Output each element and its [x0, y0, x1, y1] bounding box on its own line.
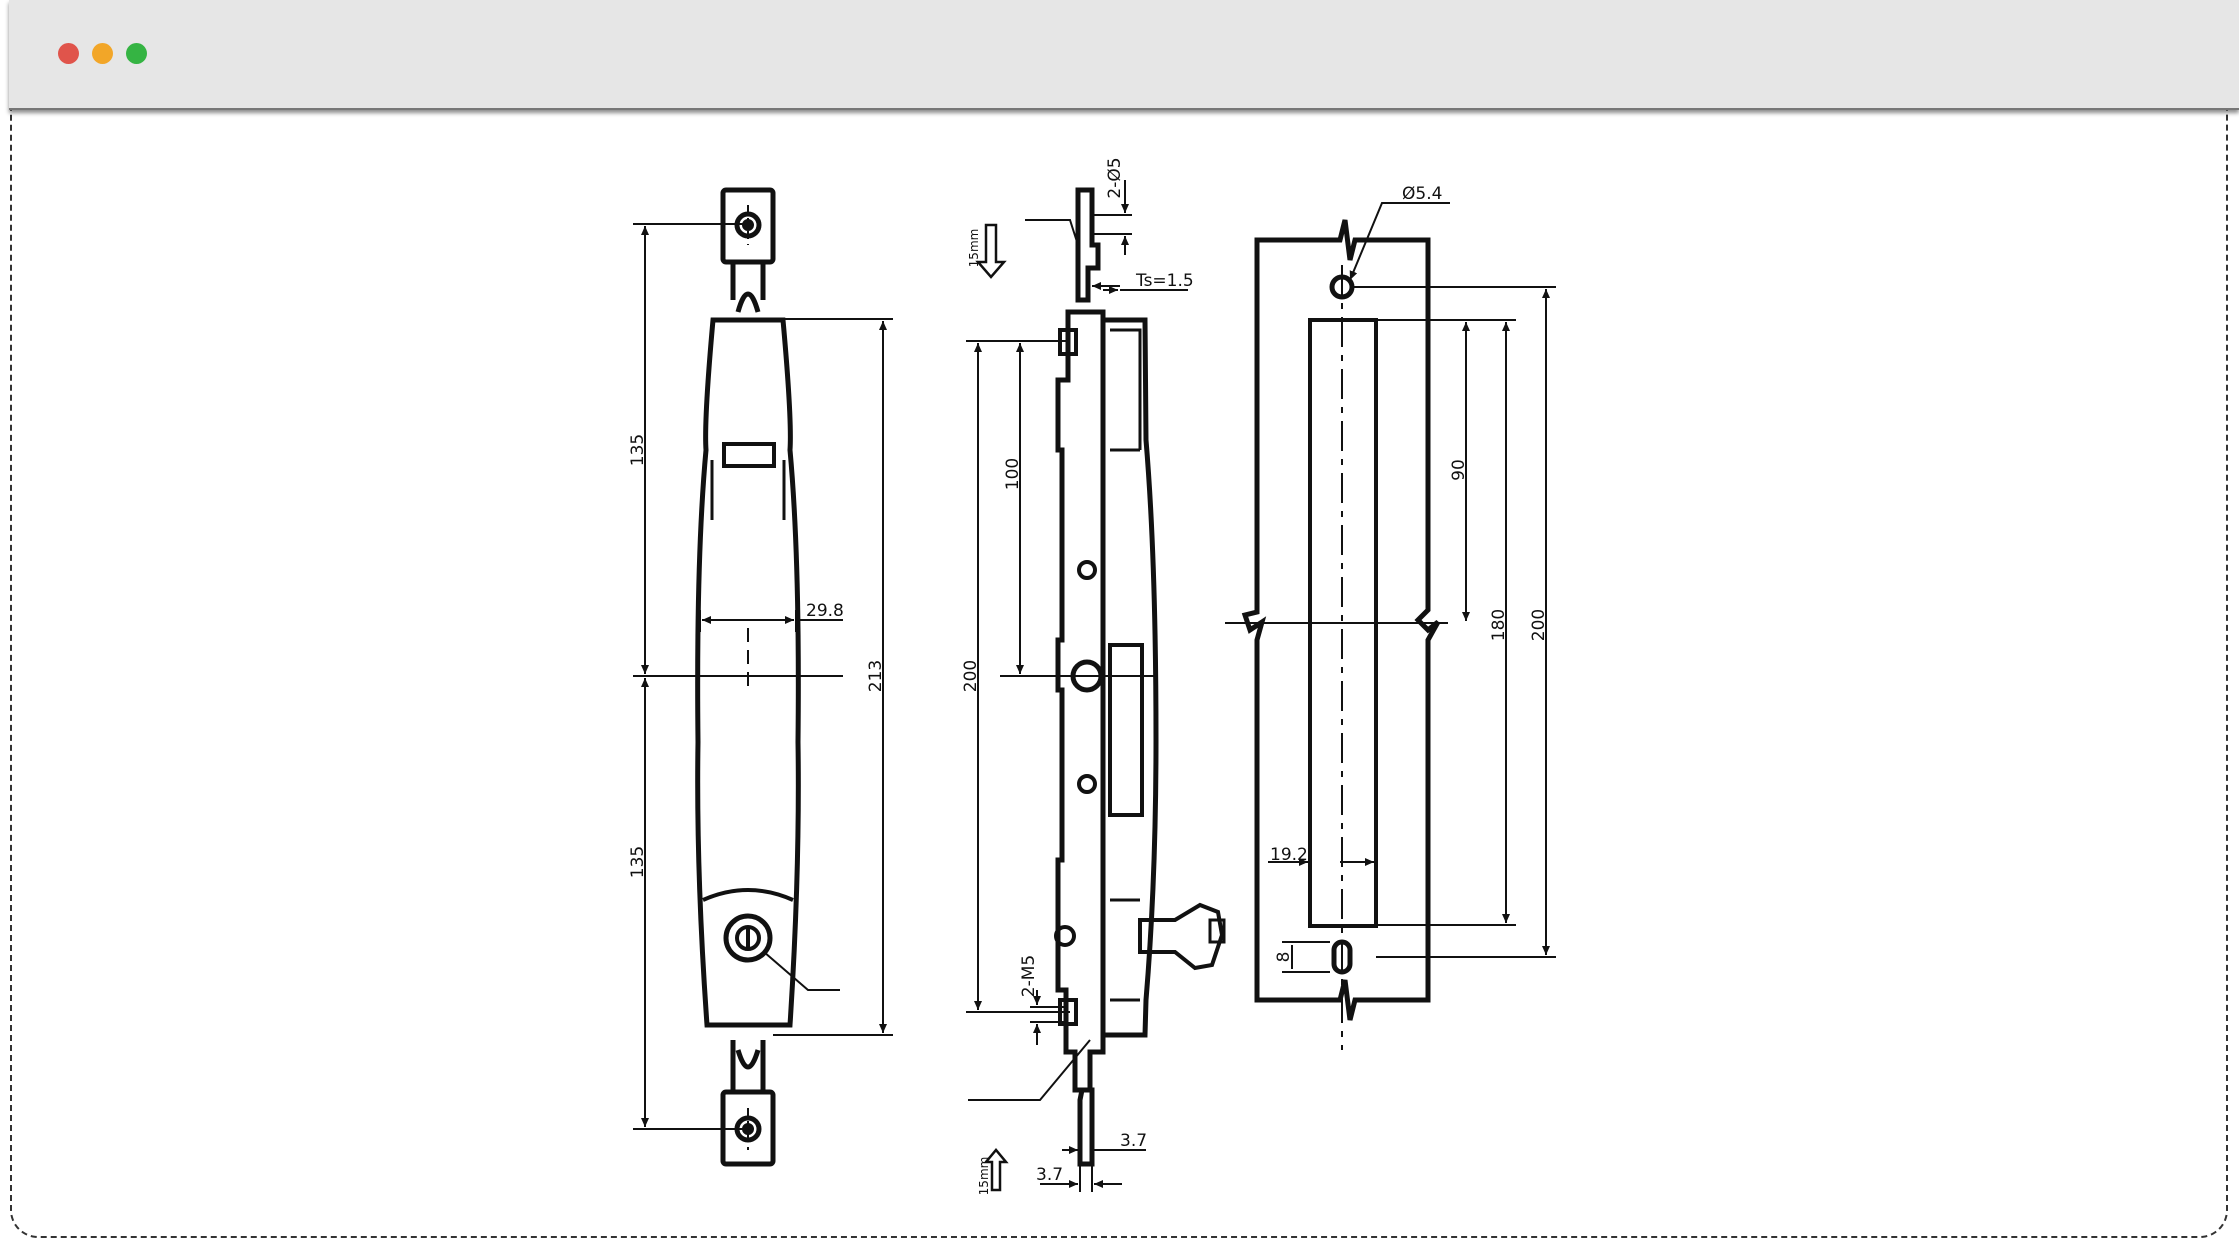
side-view [1054, 187, 1226, 1167]
side-pivot-4 [1054, 925, 1076, 947]
arrow-top-label: 15mm [967, 229, 981, 268]
side-dim-span: 200 [961, 660, 981, 692]
arrow-bottom-label: 15mm [977, 1157, 991, 1196]
side-view-dims [966, 180, 1188, 1192]
side-dim-hole: 2-Ø5 [1105, 157, 1125, 198]
front-dim-total: 213 [866, 660, 886, 692]
side-dim-right: 3.7 [1120, 1131, 1147, 1151]
minimize-button[interactable] [92, 43, 113, 64]
bottom-hinge [730, 1040, 766, 1092]
side-pivot-3 [1077, 774, 1097, 794]
cutout-dim-slot-width: 19.2 [1270, 845, 1308, 865]
front-dim-width: 29.8 [806, 601, 844, 621]
cutout-view-dims [1225, 202, 1556, 1050]
side-dim-left: 3.7 [1036, 1165, 1063, 1185]
handle-outline [695, 317, 801, 1028]
maximize-button[interactable] [126, 43, 147, 64]
direction-arrow-bottom [983, 1148, 1009, 1192]
direction-arrow-top [975, 223, 1007, 279]
side-dim-thread: 2-M5 [1019, 955, 1039, 997]
handle-upper-window [722, 442, 776, 468]
handle-lower-band [702, 888, 794, 902]
key-bow-hole [1208, 918, 1226, 944]
cutout-dim-hole: Ø5.4 [1402, 184, 1442, 204]
side-top-tab [1075, 187, 1101, 303]
front-view-dims [633, 205, 893, 1150]
cutout-dim-slot: 180 [1489, 609, 1509, 641]
window-frame [10, 0, 2228, 1238]
close-button[interactable] [58, 43, 79, 64]
top-mount-plate [720, 187, 776, 265]
side-handle-slot [1108, 643, 1144, 817]
lock-cylinder [723, 913, 773, 963]
key [1138, 902, 1225, 971]
top-hinge [730, 262, 766, 313]
side-dim-pitch: 100 [1003, 458, 1023, 490]
cutout-dim-half: 90 [1449, 459, 1469, 481]
side-bottom-tab [1077, 1087, 1095, 1167]
side-pivot-1 [1077, 560, 1097, 580]
panel-outline [1241, 219, 1441, 1021]
side-base-plate [1055, 309, 1106, 1093]
front-dim-upper: 135 [628, 434, 648, 466]
title-bar [9, 0, 2239, 110]
side-handle-profile [1103, 317, 1159, 1038]
side-dim-thickness: Ts=1.5 [1135, 271, 1194, 291]
cutout-dim-centers: 200 [1529, 609, 1549, 641]
cutout-dim-slot-hole: 8 [1274, 952, 1294, 963]
front-dim-lower: 135 [628, 846, 648, 878]
